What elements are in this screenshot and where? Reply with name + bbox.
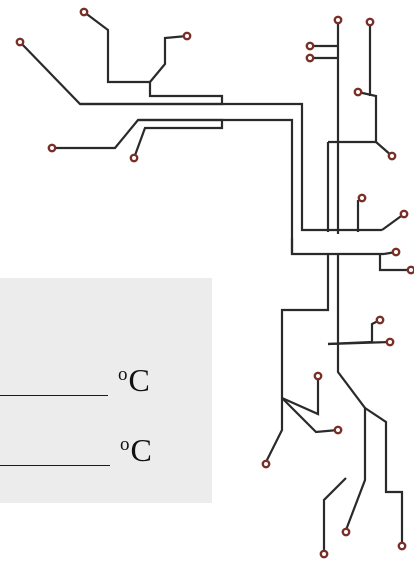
circuit-trace [327,319,381,346]
circuit-node [313,371,323,381]
circuit-trace [281,397,339,434]
circuit-node [406,265,414,275]
circuit-trace [149,34,188,83]
unit-letter-2: C [130,432,152,468]
circuit-trace [336,254,367,531]
circuit-node [397,541,407,551]
circuit-node [79,7,89,17]
unit-label-1: oC [118,364,150,396]
circuit-node [375,315,385,325]
circuit-node [399,209,409,219]
circuit-trace [265,254,330,463]
circuit-node [319,549,329,559]
circuit-node [391,247,401,257]
circuit-trace [138,118,384,256]
answer-blank-1[interactable] [0,395,108,396]
circuit-trace [364,407,404,546]
degree-sign-2: o [120,433,130,455]
circuit-trace [19,11,224,106]
circuit-node [129,153,139,163]
circuit-trace [80,102,382,232]
circuit-trace [378,254,411,272]
circuit-trace [328,90,378,144]
unit-label-2: oC [120,434,152,466]
circuit-node [353,87,363,97]
unit-letter-1: C [128,362,150,398]
circuit-node [357,193,367,203]
temperature-answer-panel: oC oC [0,278,212,503]
circuit-node [387,151,397,161]
circuit-node [365,17,375,27]
circuit-trace [281,376,320,416]
circuit-node [333,15,343,25]
circuit-node [47,143,57,153]
circuit-node [182,31,192,41]
circuit-trace [322,477,347,552]
degree-sign-1: o [118,363,128,385]
circuit-node [385,337,395,347]
circuit-trace [52,118,224,159]
circuit-node [333,425,343,435]
circuit-node [261,459,271,469]
circuit-node [305,53,315,63]
circuit-node [305,41,315,51]
answer-blank-2[interactable] [0,465,110,466]
circuit-node [341,527,351,537]
circuit-trace [381,213,405,231]
circuit-node [15,37,25,47]
